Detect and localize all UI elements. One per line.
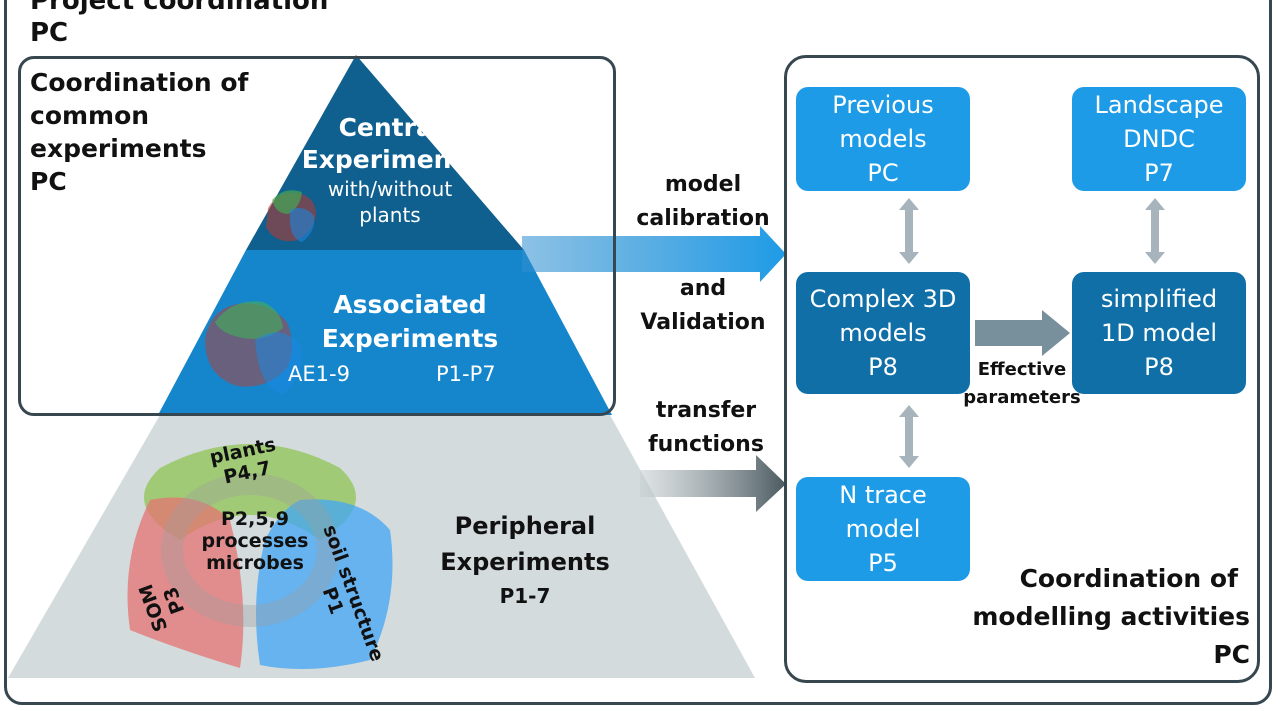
- venn-som-petal: [127, 497, 244, 668]
- box-line: P8: [868, 353, 898, 381]
- box-line: simplified: [1100, 285, 1218, 313]
- effective-parameters-label: Effective parameters: [960, 356, 1084, 412]
- title-line1: Project coordination: [30, 0, 329, 16]
- central-sub2: plants: [359, 203, 421, 227]
- pyramid-central-layer: [246, 55, 524, 250]
- soil-cube-icon-small: [266, 190, 316, 242]
- landscape-simplified-double-arrow: [1145, 198, 1165, 264]
- central-sub1: with/without: [327, 177, 453, 201]
- associated-title2: Experiments: [321, 324, 499, 353]
- box-line: N trace: [839, 481, 927, 509]
- box-line: PC: [867, 159, 899, 187]
- modelling-activities-frame: [784, 55, 1260, 683]
- calibration-label: model calibration: [628, 168, 778, 236]
- peripheral-code: P1-7: [499, 584, 551, 608]
- venn-center-label: P2,5,9 processes microbes: [190, 508, 320, 574]
- heading-line: PC: [30, 167, 67, 196]
- venn-center-text2: microbes: [206, 552, 304, 574]
- box-line: P8: [1144, 353, 1174, 381]
- validation-label: and Validation: [628, 272, 778, 340]
- n-trace-model-box: N trace model P5: [796, 477, 970, 581]
- central-title2: Experiments: [301, 145, 479, 174]
- calibration-line2: calibration: [636, 206, 770, 231]
- peripheral-title2: Experiments: [440, 548, 610, 576]
- validation-line1: and: [679, 276, 727, 301]
- title-line2: PC: [30, 18, 69, 48]
- associated-title1: Associated: [333, 290, 487, 319]
- soil-cube-icon-large: [205, 301, 302, 394]
- footer-line: modelling activities: [972, 602, 1250, 631]
- venn-diagram: [127, 444, 393, 669]
- venn-soil-structure-petal: [256, 499, 393, 669]
- transfer-line2: functions: [648, 432, 764, 457]
- previous-models-box: Previous models PC: [796, 87, 970, 191]
- calibration-line1: model: [664, 172, 742, 197]
- previous-complex-double-arrow: [899, 198, 919, 264]
- associated-experiments-label: Associated Experiments: [300, 288, 520, 356]
- pyramid-associated-layer: [158, 250, 612, 415]
- complex-ntrace-double-arrow: [899, 405, 919, 468]
- modelling-activities-heading: Coordination of modelling activities PC: [960, 560, 1250, 674]
- heading-line: common: [30, 101, 150, 130]
- box-line: Previous: [832, 91, 934, 119]
- effective-line2: parameters: [963, 387, 1081, 408]
- validation-line2: Validation: [640, 310, 766, 335]
- associated-code-left: AE1-9: [288, 362, 350, 386]
- box-line: models: [839, 125, 927, 153]
- associated-code-right: P1-P7: [436, 362, 496, 386]
- box-line: 1D model: [1100, 319, 1218, 347]
- heading-line: Coordination of: [30, 68, 249, 97]
- effective-line1: Effective: [977, 359, 1067, 380]
- simplified-1d-model-box: simplified 1D model P8: [1072, 272, 1246, 394]
- box-line: P5: [868, 549, 898, 577]
- box-line: P7: [1144, 159, 1174, 187]
- common-experiments-frame: [18, 56, 616, 416]
- venn-center-code: P2,5,9: [220, 508, 290, 530]
- box-line: model: [845, 515, 921, 543]
- footer-line: Coordination of: [1019, 564, 1238, 593]
- heading-line: experiments: [30, 134, 207, 163]
- venn-center-text1: processes: [201, 530, 309, 552]
- central-experiments-label: Central Experiments with/without plants: [290, 112, 490, 228]
- box-line: DNDC: [1123, 125, 1195, 153]
- project-coordination-frame: [4, 0, 1272, 705]
- peripheral-experiments-label: Peripheral Experiments P1-7: [420, 508, 630, 612]
- box-line: Complex 3D: [809, 285, 957, 313]
- complex-3d-models-box: Complex 3D models P8: [796, 272, 970, 394]
- footer-line: PC: [1213, 640, 1250, 669]
- central-title1: Central: [338, 113, 442, 142]
- effective-parameters-arrow: [975, 310, 1070, 356]
- box-line: models: [839, 319, 927, 347]
- project-coordination-title: Project coordination PC: [30, 0, 328, 48]
- calibration-arrow: [522, 226, 786, 282]
- landscape-dndc-box: Landscape DNDC P7: [1072, 87, 1246, 191]
- transfer-line1: transfer: [655, 398, 757, 423]
- transfer-functions-arrow: [640, 455, 786, 512]
- venn-center-ring: [161, 473, 339, 627]
- transfer-functions-label: transfer functions: [636, 394, 776, 462]
- box-line: Landscape: [1094, 91, 1224, 119]
- peripheral-title1: Peripheral: [454, 512, 596, 540]
- common-experiments-heading: Coordination of common experiments PC: [30, 66, 248, 198]
